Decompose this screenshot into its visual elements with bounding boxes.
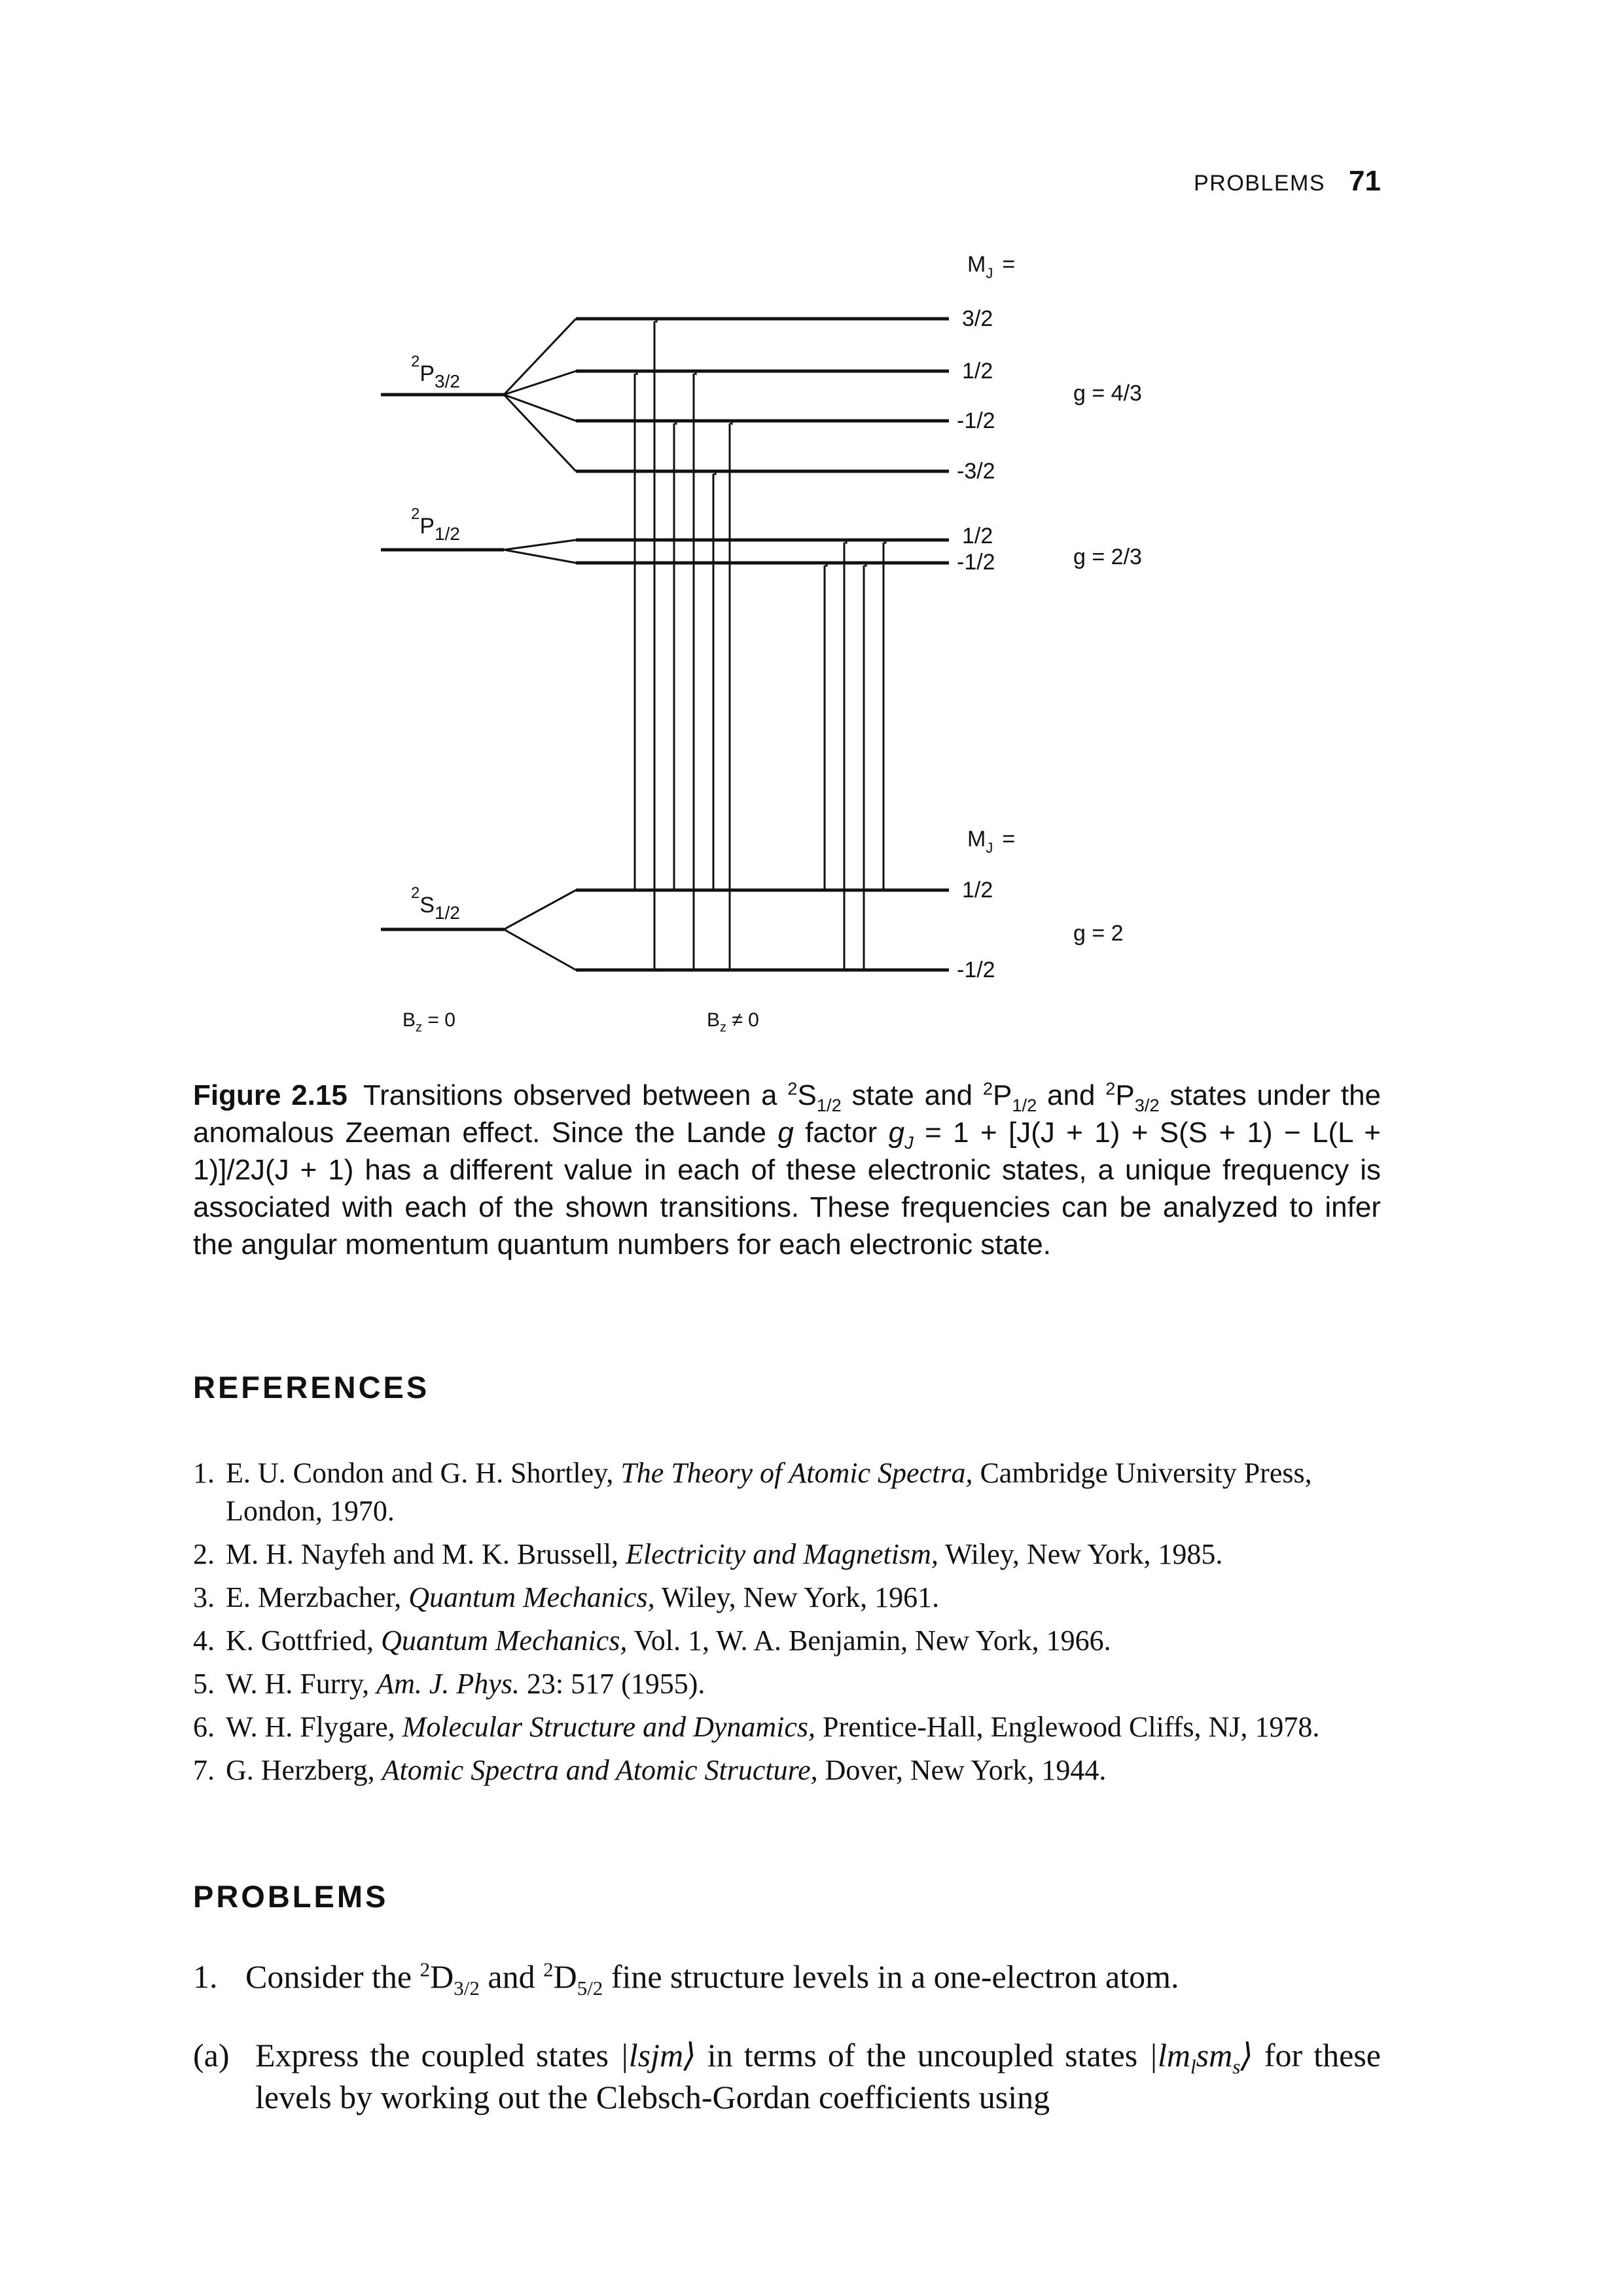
bz-zero-label: Bz = 0	[402, 1009, 455, 1035]
fan-p32-m1-2	[503, 393, 577, 422]
problem-1a: (a)Express the coupled states |lsjm⟩ in …	[193, 2037, 1381, 2115]
fan-p32-m3-2	[503, 393, 577, 473]
state-label-p32: 2P3/2	[411, 353, 460, 391]
mj-header-bottom: MJ=	[967, 827, 1015, 856]
mj-label-p32-m1-2: -1/2	[957, 408, 995, 433]
page-number: 71	[1349, 165, 1381, 197]
g-factor-s12: g = 2	[1073, 921, 1124, 946]
reference-item: 5.W. H. Furry, Am. J. Phys. 23: 517 (195…	[193, 1668, 705, 1700]
references-list: 1.E. U. Condon and G. H. Shortley, The T…	[193, 1454, 1381, 1795]
fan-p32-3-2	[503, 317, 577, 396]
fan-p12-1-2	[503, 539, 577, 551]
split-levels	[576, 317, 949, 972]
fan-s12-1-2	[503, 889, 577, 931]
running-head: PROBLEMS 71	[1113, 165, 1381, 198]
reference-item: 2.M. H. Nayfeh and M. K. Brussell, Elect…	[193, 1538, 1223, 1570]
mj-label-s12-1-2: 1/2	[962, 878, 993, 903]
state-label-s12: 2S1/2	[411, 884, 460, 923]
transition-arrows	[633, 319, 887, 970]
g-factor-p12: g = 2/3	[1073, 545, 1142, 569]
zero-field-levels	[381, 393, 504, 931]
reference-item: 6.W. H. Flygare, Molecular Structure and…	[193, 1711, 1320, 1743]
reference-item: 3.E. Merzbacher, Quantum Mechanics, Wile…	[193, 1581, 940, 1613]
references-heading: REFERENCES	[193, 1370, 430, 1405]
reference-item: 4.K. Gottfried, Quantum Mechanics, Vol. …	[193, 1624, 1111, 1657]
fan-p32-1-2	[503, 370, 577, 396]
state-label-p12: 2P1/2	[411, 505, 460, 544]
mj-label-p32-1-2: 1/2	[962, 359, 993, 384]
bz-nonzero-label: Bz ≠ 0	[707, 1009, 759, 1035]
uncoupled-state-ket: |lmlsms⟩	[1149, 2037, 1253, 2078]
problem-1: 1.Consider the 2D3/2 and 2D5/2 fine stru…	[193, 1958, 1179, 2000]
zeeman-energy-level-diagram: MJ= MJ= 3/2 1/2 -1/2 -3/2 1/2 -1/2 1/2 -…	[381, 252, 1142, 1035]
problems-heading: PROBLEMS	[193, 1879, 389, 1914]
coupled-state-ket: |lsjm⟩	[620, 2037, 696, 2073]
fan-p12-m1-2	[503, 548, 577, 564]
g-factor-p32: g = 4/3	[1073, 381, 1142, 406]
fan-s12-m1-2	[503, 928, 577, 971]
reference-item: 1.E. U. Condon and G. H. Shortley, The T…	[193, 1457, 1312, 1527]
lande-g-formula: = 1 + [J(J + 1) + S(S + 1) − L(L + 1)]/2…	[193, 1117, 1382, 1186]
mj-label-p32-3-2: 3/2	[962, 306, 993, 331]
mj-label-p32-m3-2: -3/2	[957, 459, 995, 484]
mj-label-s12-m1-2: -1/2	[957, 958, 995, 982]
figure-label: Figure 2.15	[193, 1079, 348, 1111]
mj-label-p12-m1-2: -1/2	[957, 550, 995, 575]
mj-header-top: MJ=	[967, 252, 1015, 281]
splitting-fan-lines	[503, 317, 577, 971]
running-head-section: PROBLEMS	[1194, 171, 1326, 196]
reference-item: 7.G. Herzberg, Atomic Spectra and Atomic…	[193, 1754, 1107, 1786]
mj-label-p12-1-2: 1/2	[962, 524, 993, 548]
